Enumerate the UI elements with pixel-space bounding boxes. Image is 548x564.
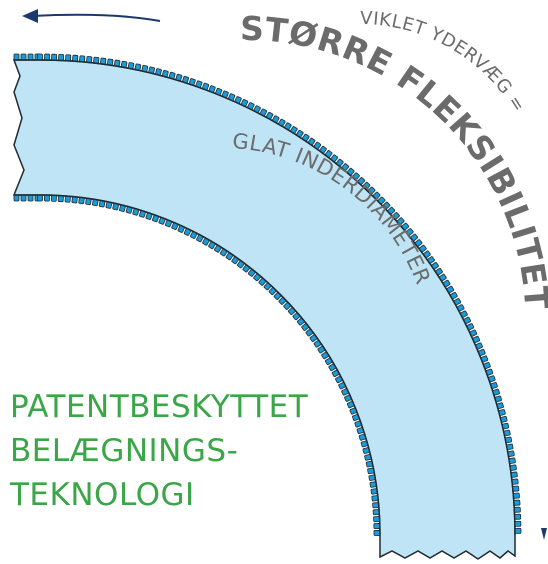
corrugated-outer-wall: [13, 53, 522, 536]
patent-line-3: TEKNOLOGI: [10, 477, 195, 513]
arrow-down-icon: [541, 528, 547, 540]
patent-line-1: PATENTBESKYTTET: [10, 389, 309, 425]
patent-line-2: BELÆGNINGS-: [10, 433, 239, 469]
corrugated-outer-wall: [13, 53, 522, 536]
corrugated-inner-wall: [13, 194, 381, 536]
arrow-left-icon: [22, 9, 161, 23]
patent-technology-label: PATENTBESKYTTET BELÆGNINGS- TEKNOLOGI: [10, 385, 308, 517]
